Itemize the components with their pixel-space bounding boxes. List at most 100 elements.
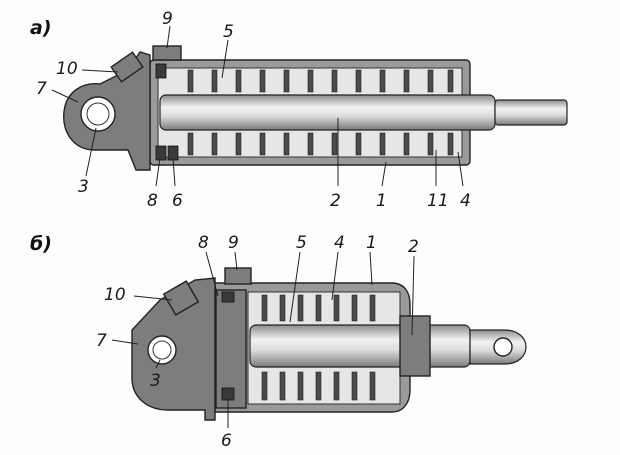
- b-callout-3: 3: [150, 371, 161, 391]
- b-leader-9: [234, 251, 238, 271]
- a-callout-3: 3: [78, 177, 89, 197]
- a-leaders: [51, 25, 464, 187]
- b-leader-10: [133, 295, 173, 301]
- a-spring-coil: [259, 132, 266, 156]
- a-callout-6: 6: [172, 191, 183, 211]
- b-spring-coil: [279, 294, 286, 322]
- a-spring-coil: [211, 132, 218, 156]
- b-leader-8: [205, 251, 219, 297]
- b-leader-4: [331, 251, 339, 301]
- a-seal-lower-2: [167, 145, 179, 161]
- a-valve: [110, 51, 144, 83]
- b-spring-coil: [261, 371, 268, 401]
- a-callout-9: 9: [162, 9, 173, 29]
- a-spring-coil: [379, 132, 386, 156]
- b-seal-upper: [221, 291, 235, 303]
- a-leader-3: [85, 127, 97, 177]
- a-leader-10: [81, 69, 119, 73]
- a-leader-9: [166, 25, 171, 49]
- b-leader-5: [289, 251, 301, 323]
- a-callout-4: 4: [460, 191, 471, 211]
- b-rod-eye-hole: [493, 337, 513, 357]
- b-spring-coil: [351, 294, 358, 322]
- b-spring-coil: [279, 371, 286, 401]
- a-spring-coil: [331, 132, 338, 156]
- b-spring-coil: [333, 294, 340, 322]
- a-spring-coil: [447, 69, 454, 93]
- b-mounting-hole: [147, 335, 177, 365]
- a-seal-lower: [155, 145, 167, 161]
- b-callout-8: 8: [198, 233, 209, 253]
- a-callout-2: 2: [330, 191, 341, 211]
- a-spring-coil: [235, 69, 242, 93]
- b-callout-6: 6: [221, 431, 232, 451]
- a-rod-end: [494, 99, 568, 126]
- b-callout-2: 2: [408, 237, 419, 257]
- b-spring-coil: [315, 294, 322, 322]
- b-rod-guide: [399, 315, 431, 377]
- a-callout-8: 8: [147, 191, 158, 211]
- a-spring-coil: [447, 132, 454, 156]
- a-leader-5: [221, 39, 229, 79]
- a-callout-11: 11: [427, 191, 449, 211]
- figure-a-panel-label: а): [30, 17, 52, 39]
- a-mounting-eye-hole: [80, 96, 116, 132]
- b-callout-10: 10: [104, 285, 126, 305]
- figure-b-panel-label: б): [30, 233, 52, 255]
- a-leader-8: [155, 157, 161, 187]
- b-spring-coil: [297, 371, 304, 401]
- a-spring-coil: [211, 69, 218, 93]
- b-spring-coil: [261, 294, 268, 322]
- b-piston-rod: [249, 324, 471, 368]
- a-spring-coil: [355, 132, 362, 156]
- b-valve: [162, 280, 200, 316]
- a-spring-coil: [379, 69, 386, 93]
- b-spring-coil: [351, 371, 358, 401]
- a-spring-coil: [403, 69, 410, 93]
- b-callout-4: 4: [334, 233, 345, 253]
- b-callout-1: 1: [366, 233, 377, 253]
- b-spring-coil: [297, 294, 304, 322]
- a-leader-1: [381, 161, 387, 187]
- b-leader-1: [369, 251, 373, 286]
- a-spring-coil: [187, 132, 194, 156]
- b-leader-2: [411, 255, 415, 336]
- a-spring-coil: [307, 69, 314, 93]
- b-spring-coil: [315, 371, 322, 401]
- a-spring-coil: [235, 132, 242, 156]
- a-callout-5: 5: [223, 22, 234, 42]
- b-spring-coil: [333, 371, 340, 401]
- a-eye-bushing: [86, 102, 110, 126]
- b-callout-7: 7: [96, 331, 107, 351]
- a-callout-7: 7: [36, 79, 47, 99]
- b-callout-9: 9: [228, 233, 239, 253]
- a-fitting: [152, 45, 182, 61]
- b-fitting: [224, 267, 252, 285]
- a-spring-coil: [427, 69, 434, 93]
- a-spring-coil: [331, 69, 338, 93]
- b-leader-7: [111, 339, 139, 345]
- b-spring-coil: [369, 294, 376, 322]
- b-mounting-bushing: [152, 340, 172, 360]
- a-spring-coil: [283, 132, 290, 156]
- a-spring-coil: [355, 69, 362, 93]
- figure-a: а): [30, 9, 568, 211]
- a-spring: [187, 69, 454, 156]
- a-callout-1: 1: [376, 191, 387, 211]
- a-leader-4: [457, 151, 464, 187]
- a-leader-7: [51, 89, 79, 103]
- a-callout-10: 10: [56, 59, 78, 79]
- b-spring-coil: [369, 371, 376, 401]
- a-spring-coil: [187, 69, 194, 93]
- a-spring-coil: [403, 132, 410, 156]
- b-leader-3: [155, 359, 161, 369]
- b-callout-5: 5: [296, 233, 307, 253]
- figure-b: б): [30, 233, 527, 451]
- b-leaders: [111, 251, 415, 428]
- a-spring-coil: [283, 69, 290, 93]
- a-spring-coil: [307, 132, 314, 156]
- a-leader-6: [172, 157, 176, 187]
- a-spring-coil: [259, 69, 266, 93]
